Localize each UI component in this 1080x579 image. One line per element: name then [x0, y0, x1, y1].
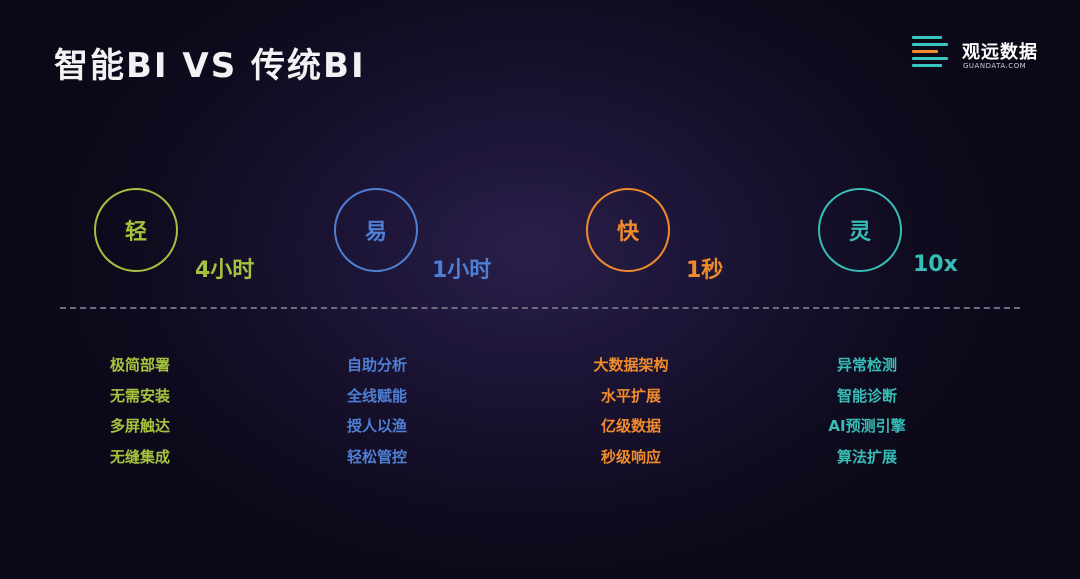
- dashed-divider: [60, 307, 1020, 309]
- agile-metric: 10x: [913, 252, 958, 277]
- list-item: 多屏触达: [109, 417, 170, 435]
- slide-title: 智能BI VS 传统BI: [54, 46, 366, 86]
- fast-metric: 1秒: [686, 258, 724, 283]
- agile-feature-list: 异常检测 智能诊断 AI预测引擎 算法扩展: [787, 350, 947, 472]
- list-item: 全线赋能: [346, 386, 407, 405]
- fast-circle: 快: [586, 188, 670, 272]
- list-item: 轻松管控: [346, 447, 407, 466]
- logo-name: 观远数据: [962, 42, 1038, 63]
- easy-metric: 1小时: [432, 258, 492, 283]
- list-item: AI预测引擎: [828, 417, 906, 435]
- fast-feature-list: 大数据架构 水平扩展 亿级数据 秒级响应: [551, 350, 711, 472]
- list-item: 水平扩展: [600, 386, 661, 405]
- list-item: 亿级数据: [600, 417, 661, 435]
- guandata-logo-icon: [912, 36, 950, 74]
- list-item: 自助分析: [346, 356, 407, 374]
- list-item: 授人以渔: [346, 417, 407, 435]
- fast-char: 快: [616, 220, 639, 245]
- light-feature-list: 极简部署 无需安装 多屏触达 无缝集成: [60, 350, 220, 472]
- logo-subtitle: GUANDATA.COM: [963, 62, 1027, 70]
- light-circle: 轻: [94, 188, 178, 272]
- agile-circle: 灵: [818, 188, 902, 272]
- light-char: 轻: [124, 220, 147, 245]
- easy-circle: 易: [334, 188, 418, 272]
- list-item: 大数据架构: [593, 356, 669, 374]
- list-item: 无需安装: [109, 386, 170, 405]
- list-item: 秒级响应: [600, 447, 661, 466]
- list-item: 异常检测: [836, 356, 897, 374]
- agile-char: 灵: [848, 220, 871, 245]
- list-item: 无缝集成: [109, 447, 170, 466]
- list-item: 极简部署: [109, 356, 170, 374]
- list-item: 智能诊断: [836, 386, 897, 405]
- light-metric: 4小时: [195, 258, 255, 283]
- easy-char: 易: [364, 220, 387, 245]
- list-item: 算法扩展: [836, 447, 897, 466]
- easy-feature-list: 自助分析 全线赋能 授人以渔 轻松管控: [297, 350, 457, 472]
- logo: 观远数据 GUANDATA.COM: [912, 36, 1052, 76]
